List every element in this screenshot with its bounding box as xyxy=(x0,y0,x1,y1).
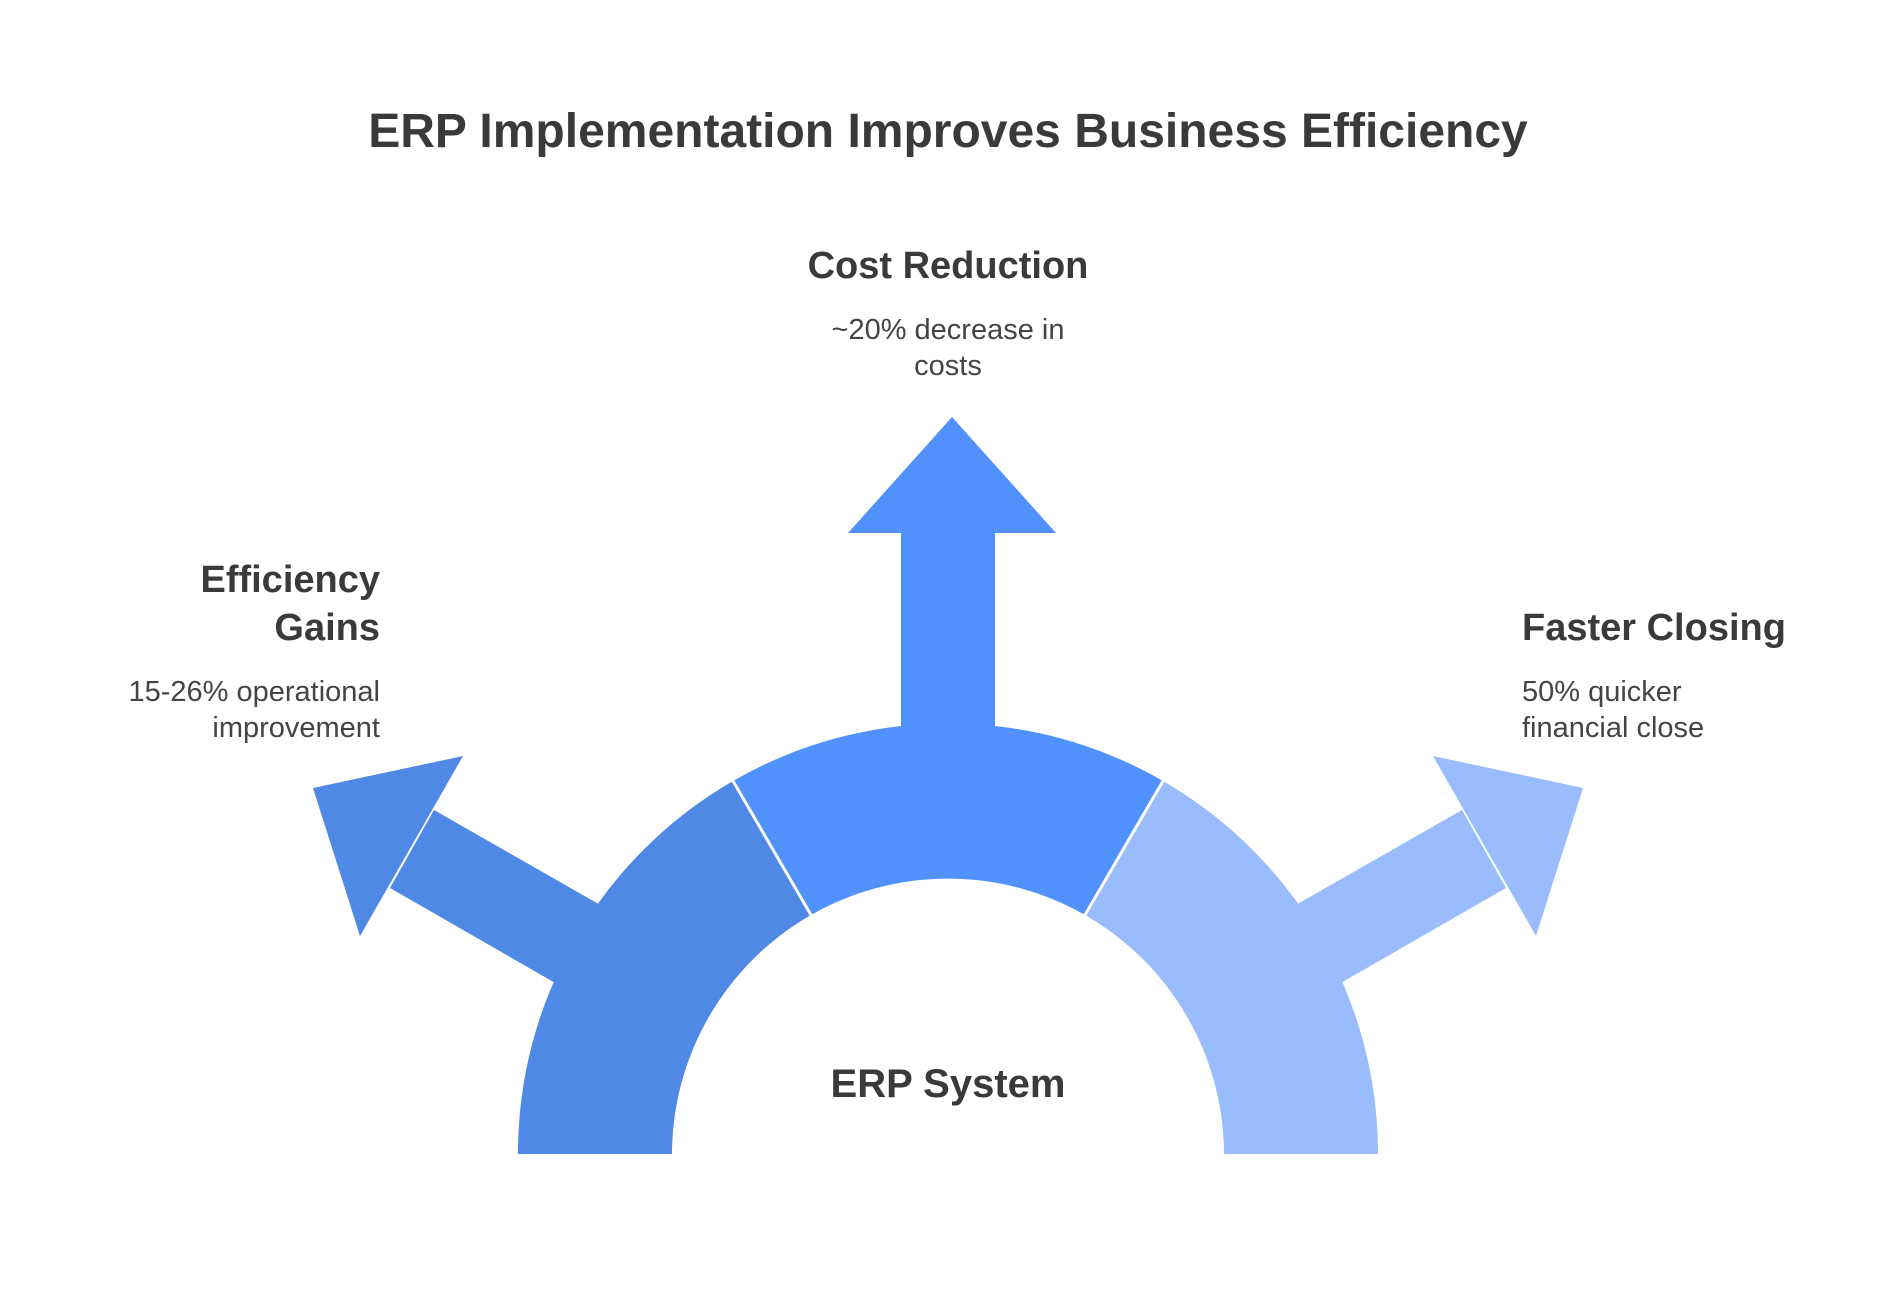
cost-arrow xyxy=(848,417,1056,748)
closing-arrow-head xyxy=(1433,756,1583,936)
efficiency-title-line: Gains xyxy=(274,607,380,649)
cost-arrow-head xyxy=(848,417,1056,533)
closing-arrow xyxy=(1294,756,1583,984)
efficiency-title-line: Efficiency xyxy=(200,559,380,601)
efficiency-arrow xyxy=(313,756,602,984)
closing-ring-segment xyxy=(1085,781,1379,1154)
cost-description: ~20% decrease in costs xyxy=(748,312,1148,384)
ring-divider xyxy=(731,780,813,916)
cost-ring-segment xyxy=(733,723,1163,915)
diagram-title: ERP Implementation Improves Business Eff… xyxy=(368,105,1528,158)
closing-title: Faster Closing xyxy=(1522,607,1786,649)
cost-description-line: costs xyxy=(914,350,982,382)
cost-description-line: ~20% decrease in xyxy=(831,314,1065,346)
closing-description-line: 50% quicker xyxy=(1522,676,1682,708)
efficiency-title: Efficiency Gains xyxy=(80,556,380,652)
cost-arrow-shaft xyxy=(901,532,995,748)
efficiency-arrow-head xyxy=(313,756,463,936)
closing-description: 50% quicker financial close xyxy=(1522,674,1842,746)
ring-divider xyxy=(1083,780,1165,916)
closing-arrow-shaft xyxy=(1294,810,1506,984)
closing-description-line: financial close xyxy=(1522,712,1705,744)
efficiency-description: 15-26% operational improvement xyxy=(60,674,380,746)
hub-label: ERP System xyxy=(830,1062,1066,1106)
efficiency-description-line: 15-26% operational xyxy=(128,676,380,708)
efficiency-ring-segment xyxy=(517,781,811,1154)
efficiency-arrow-shaft xyxy=(390,810,602,984)
efficiency-description-line: improvement xyxy=(212,712,380,744)
cost-title: Cost Reduction xyxy=(807,245,1089,287)
